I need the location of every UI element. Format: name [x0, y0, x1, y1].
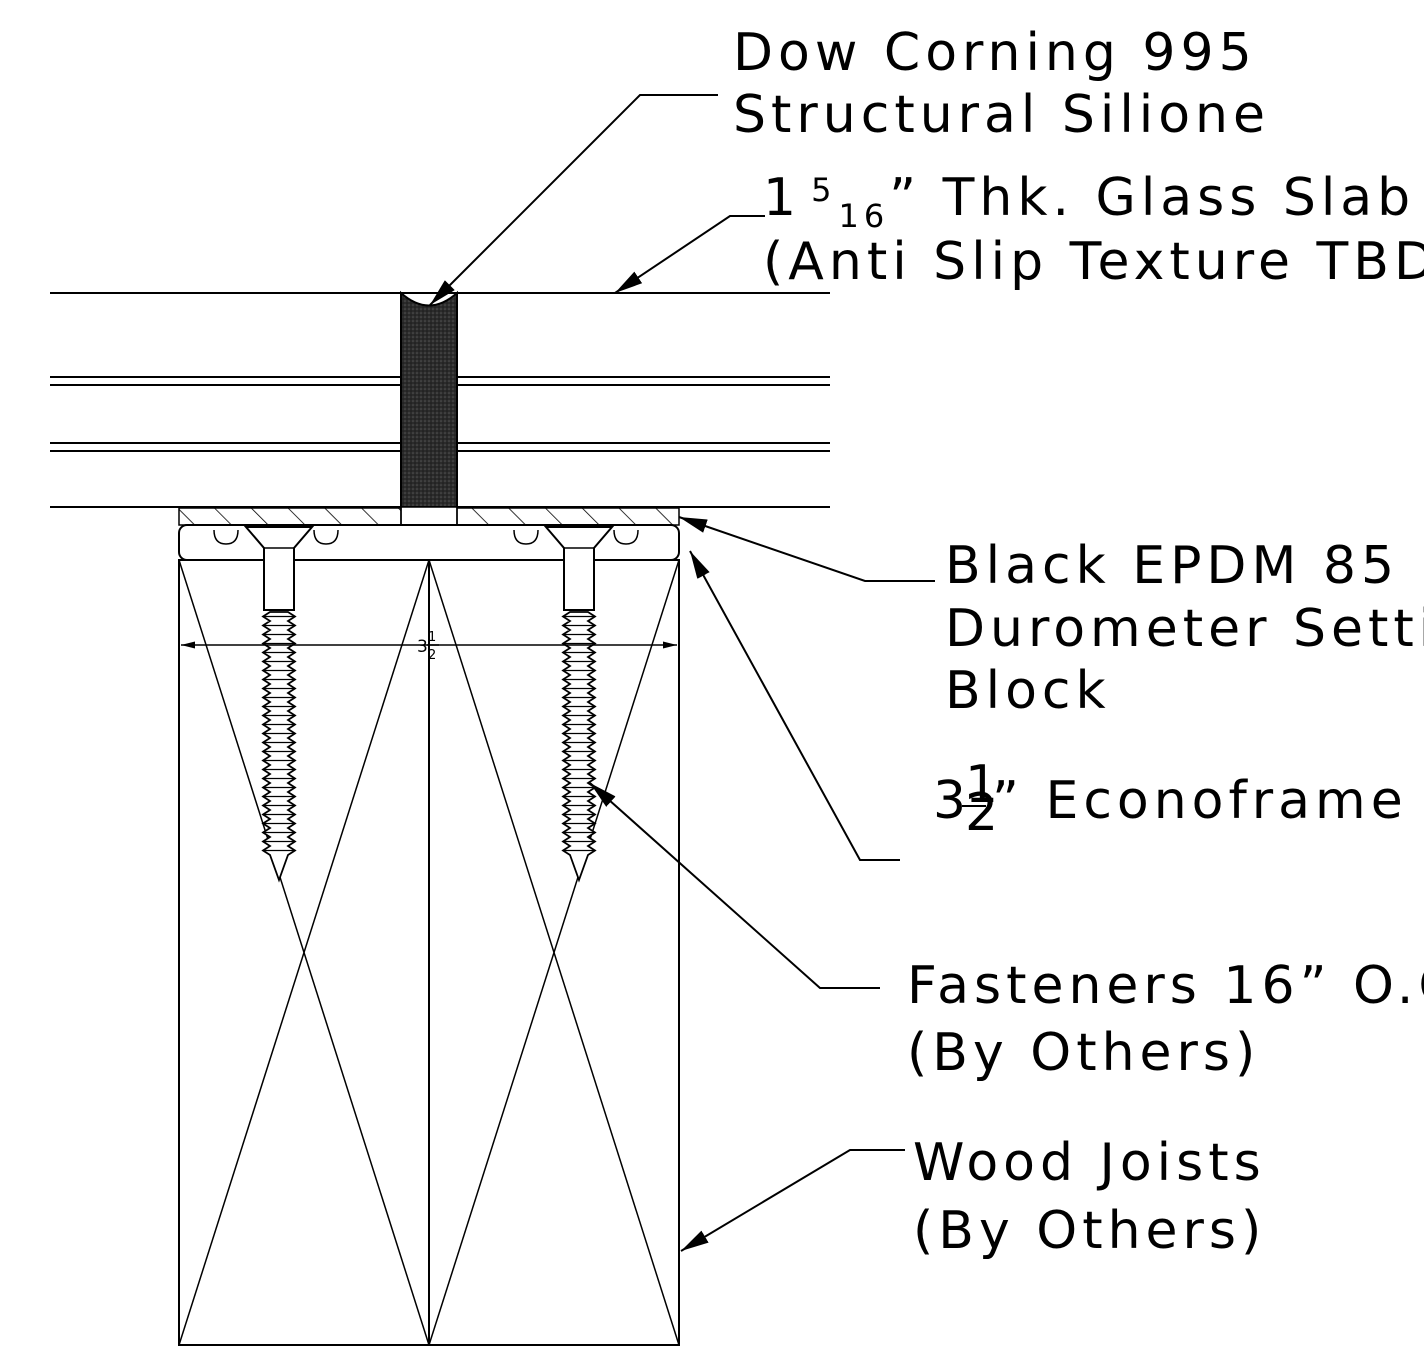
svg-text:” Econoframe: ” Econoframe: [992, 771, 1408, 831]
dimension-denominator: 2: [428, 648, 436, 663]
svg-text:Structural Silione: Structural Silione: [733, 85, 1270, 145]
svg-text:(By Others): (By Others): [907, 1023, 1260, 1083]
width-dimension: 3 1 2: [181, 630, 677, 663]
epdm-setting-block: [178, 507, 680, 526]
svg-text:Durometer Setting: Durometer Setting: [945, 599, 1424, 659]
fastener-screw-left: [243, 526, 315, 883]
dimension-whole: 3: [417, 637, 428, 657]
structural-silicone-joint: [400, 290, 458, 526]
fastener-screw-right: [543, 526, 615, 883]
svg-text:Dow Corning 995: Dow Corning 995: [733, 23, 1257, 83]
svg-text:Wood Joists: Wood Joists: [913, 1133, 1266, 1193]
svg-text:Fasteners 16” O.C.: Fasteners 16” O.C.: [907, 956, 1424, 1016]
callout-econoframe: 3 1 2 ” Econoframe: [933, 755, 1408, 843]
leader-lines: [429, 94, 935, 1252]
svg-text:2: 2: [965, 783, 1003, 843]
wood-joists: [178, 559, 680, 1346]
svg-text:3: 3: [933, 771, 971, 831]
dimension-numerator: 1: [428, 630, 436, 645]
svg-text:Black EPDM 85: Black EPDM 85: [945, 536, 1399, 596]
callout-silicone: Dow Corning 995 Structural Silione: [733, 23, 1270, 145]
svg-text:(By Others): (By Others): [913, 1201, 1266, 1261]
svg-text:(Anti Slip Texture TBD): (Anti Slip Texture TBD): [763, 232, 1424, 292]
callout-epdm-block: Black EPDM 85 Durometer Setting Block: [945, 536, 1424, 721]
callout-fasteners: Fasteners 16” O.C. (By Others): [907, 956, 1424, 1083]
callout-wood-joists: Wood Joists (By Others): [913, 1133, 1266, 1261]
svg-text:Block: Block: [945, 661, 1111, 721]
